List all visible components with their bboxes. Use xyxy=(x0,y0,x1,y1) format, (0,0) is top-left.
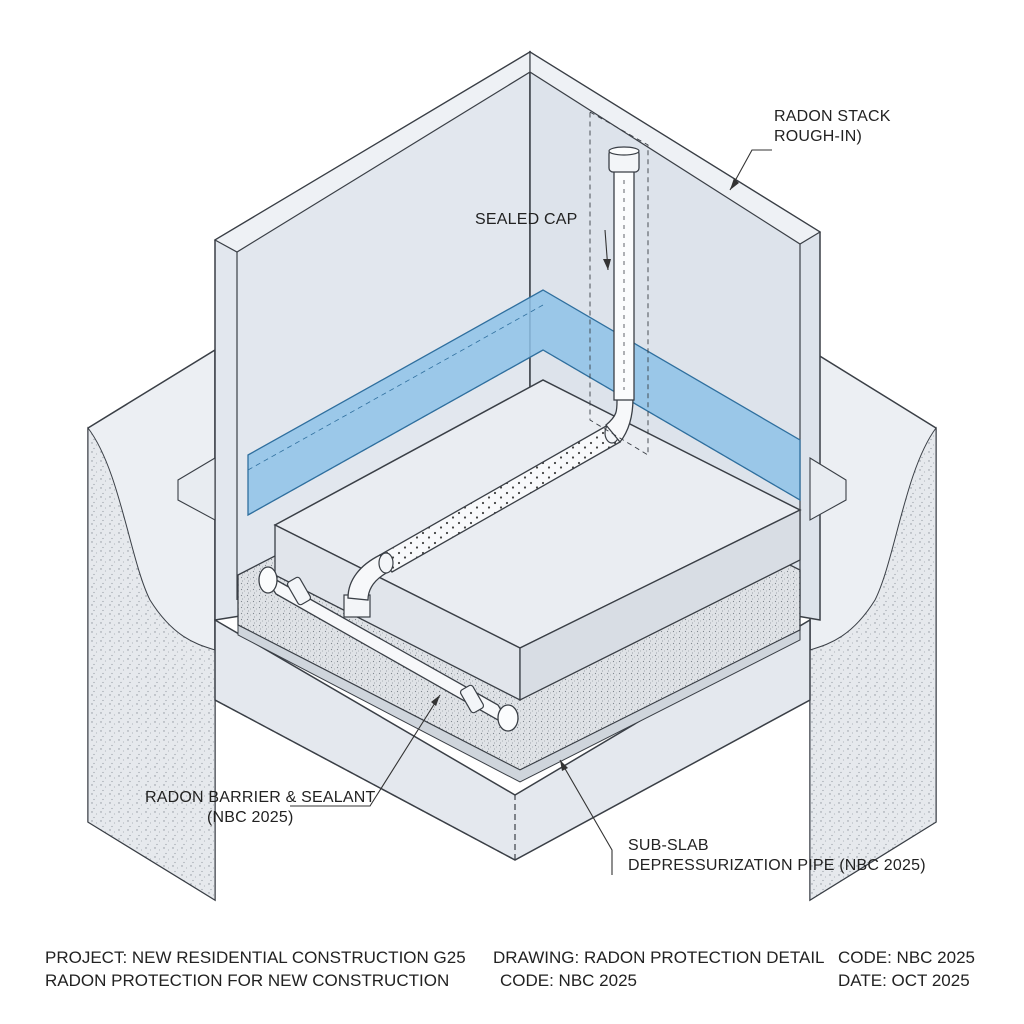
concrete-slab-edge-right xyxy=(519,508,801,702)
leader-arrowheads xyxy=(431,178,739,771)
label-radon-stack: RADON STACK ROUGH-IN) xyxy=(774,108,891,145)
soil-left-cut xyxy=(87,426,216,901)
label-sealed-cap: SEALED CAP xyxy=(475,211,578,228)
label-radon-barrier: RADON BARRIER & SEALANT (NBC 2025) xyxy=(145,789,376,826)
title-block-code-date: CODE: NBC 2025 DATE: OCT 2025 xyxy=(838,948,975,990)
soil-right-cut xyxy=(809,426,937,901)
radon-stack-pipe xyxy=(613,167,635,401)
title-block-drawing: DRAWING: RADON PROTECTION DETAIL CODE: N… xyxy=(493,948,825,990)
title-block-project: PROJECT: NEW RESIDENTIAL CONSTRUCTION G2… xyxy=(45,948,466,990)
label-sub-slab-pipe: SUB-SLAB DEPRESSURIZATION PIPE (NBC 2025… xyxy=(628,837,926,874)
